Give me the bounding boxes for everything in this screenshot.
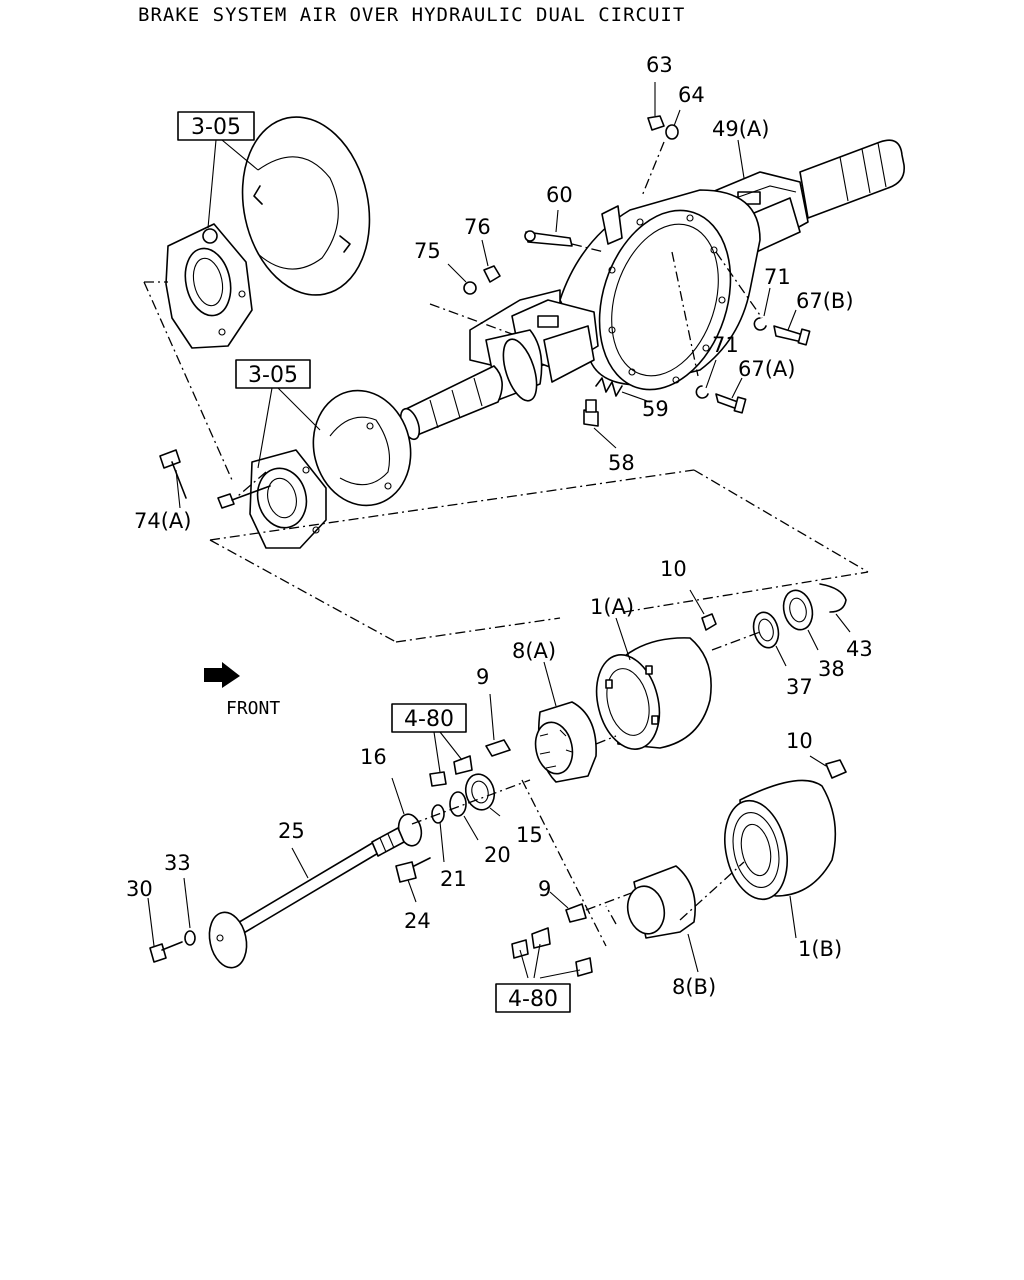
callout-49a: 49(A) (712, 117, 769, 141)
ref-box-4-80-bottom: 4-80 (495, 983, 571, 1013)
callout-10-upper: 10 (660, 557, 687, 581)
callout-60: 60 (546, 183, 573, 207)
ref-box-4-80-mid: 4-80 (391, 703, 467, 733)
callout-9-upper: 9 (476, 665, 489, 689)
callout-43: 43 (846, 637, 873, 661)
callout-10-lower: 10 (786, 729, 813, 753)
callout-1a: 1(A) (590, 595, 634, 619)
axle-housing (399, 139, 905, 441)
callout-67b: 67(B) (796, 289, 854, 313)
front-arrow-icon (204, 662, 240, 688)
callout-37: 37 (786, 675, 813, 699)
callout-71-lower: 71 (712, 333, 739, 357)
svg-text:4-80: 4-80 (508, 987, 558, 1012)
callout-64: 64 (678, 83, 705, 107)
svg-text:3-05: 3-05 (191, 115, 241, 140)
front-label: FRONT (226, 698, 280, 719)
leader-lines-upper (175, 82, 797, 509)
callout-21: 21 (440, 867, 467, 891)
ref-leaders (207, 139, 321, 469)
brake-drum-1b (724, 759, 847, 901)
callout-75: 75 (414, 239, 441, 263)
brake-backing-plate-lower (249, 389, 412, 549)
callout-33: 33 (164, 851, 191, 875)
callout-58: 58 (608, 451, 635, 475)
callout-76: 76 (464, 215, 491, 239)
callout-59: 59 (642, 397, 669, 421)
callout-16: 16 (360, 745, 387, 769)
callout-1b: 1(B) (798, 937, 842, 961)
callout-38: 38 (818, 657, 845, 681)
callout-25: 25 (278, 819, 305, 843)
page-title: BRAKE SYSTEM AIR OVER HYDRAULIC DUAL CIR… (138, 4, 686, 26)
housing-fasteners (463, 115, 811, 427)
callout-30: 30 (126, 877, 153, 901)
callout-63: 63 (646, 53, 673, 77)
wheel-hub-8a (534, 701, 597, 783)
axle-shaft-25 (149, 827, 405, 969)
callout-15: 15 (516, 823, 543, 847)
svg-text:4-80: 4-80 (404, 707, 454, 732)
dash-lines-upper (143, 141, 869, 643)
bolt-74a (159, 449, 271, 509)
wheel-hub-8b (511, 865, 696, 977)
callout-24: 24 (404, 909, 431, 933)
callout-20: 20 (484, 843, 511, 867)
leader-lines-lower (147, 589, 851, 979)
bearings-upper (701, 583, 847, 649)
ref-box-3-05-top: 3-05 (177, 111, 255, 141)
callout-labels: 63 64 49(A) 60 76 75 71 67(B) 71 67(A) 5… (126, 53, 873, 999)
callout-9-lower: 9 (538, 877, 551, 901)
callout-8b: 8(B) (672, 975, 716, 999)
callout-71-upper: 71 (764, 265, 791, 289)
callout-8a: 8(A) (512, 639, 556, 663)
callout-67a: 67(A) (738, 357, 795, 381)
svg-text:3-05: 3-05 (248, 363, 298, 388)
brake-backing-plate-upper (165, 116, 371, 349)
ref-box-3-05-mid: 3-05 (235, 359, 311, 389)
dash-lines-lower (411, 631, 761, 947)
callout-74a: 74(A) (134, 509, 191, 533)
brake-drum-1a (595, 637, 712, 750)
